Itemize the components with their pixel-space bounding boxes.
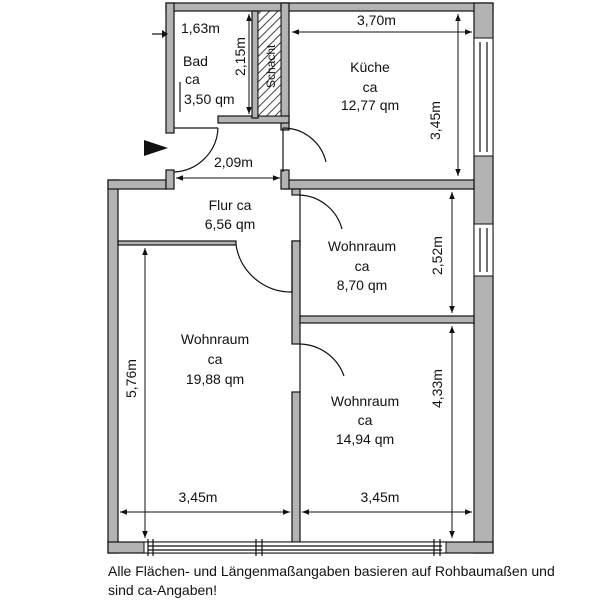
room-small-qualifier: ca (355, 258, 370, 274)
wall-vertical-mid (291, 240, 301, 345)
room-small-area: 8,70 qm (337, 277, 388, 293)
dimension-lines (120, 14, 472, 538)
room-kitchen-name: Küche (350, 59, 390, 75)
door-kitchen (282, 127, 327, 172)
outer-wall-top-bath (165, 2, 289, 12)
room-kitchen-area: 12,77 qm (341, 97, 399, 113)
disclaimer-note: Alle Flächen- und Längenmaßangaben basie… (108, 563, 555, 598)
windows (143, 37, 494, 556)
window-small-room (473, 223, 494, 277)
entrance-arrow-icon (144, 140, 168, 156)
door-medium-room (299, 343, 345, 392)
outer-wall-entry-ledge (107, 179, 167, 190)
wall-bath-kitchen (280, 2, 290, 131)
door-small-room (299, 194, 343, 241)
dim-kitchen-height-label: 3,45m (427, 101, 443, 140)
room-bath-qualifier: ca (185, 71, 200, 87)
wall-hall-living-left (117, 240, 237, 246)
outer-wall-left-bath (165, 2, 175, 134)
room-bath-name: Bad (183, 53, 208, 69)
wall-vertical-upper (291, 188, 301, 196)
wall-kitchen-bottom (282, 179, 475, 190)
room-flur-area: 6,56 qm (205, 216, 256, 232)
room-medium-name: Wohnraum (331, 393, 399, 409)
room-flur-name: Flur ca (209, 197, 252, 213)
door-large-room (235, 244, 293, 293)
dim-bath-height-label: 2,15m (232, 37, 248, 76)
room-small-name: Wohnraum (328, 238, 396, 254)
dim-large-room-width-label: 3,45m (179, 489, 218, 505)
room-medium-area: 14,94 qm (336, 431, 394, 447)
room-medium-qualifier: ca (358, 412, 373, 428)
wall-vertical-lower (291, 391, 301, 543)
wall-small-mid-room (299, 315, 475, 324)
dim-bath-width-label: 1,63m (181, 20, 220, 36)
dim-medium-room-width-label: 3,45m (361, 489, 400, 505)
outer-wall-entry-post (165, 169, 175, 190)
room-bath-area: 3,50 qm (184, 91, 235, 107)
window-kitchen (473, 37, 494, 157)
room-large-area: 19,88 qm (186, 371, 244, 387)
dim-large-room-height-label: 5,76m (123, 359, 139, 398)
wall-kitchen-stub (280, 169, 290, 190)
outer-wall-top-kitchen (282, 2, 494, 12)
dim-kitchen-width-label: 3,70m (357, 12, 396, 28)
shaft-label: Schacht (264, 44, 278, 88)
window-bottom (143, 541, 447, 554)
dim-medium-room-height-label: 4,33m (429, 369, 445, 408)
door-bath (173, 127, 219, 173)
dim-small-room-height-label: 2,52m (429, 236, 445, 275)
top-left-arrow-icon (152, 30, 168, 38)
labels: 1,63m 2,15m Bad ca 3,50 qm Schacht 3,70m… (123, 12, 445, 505)
outer-wall-left (107, 179, 119, 554)
doors (173, 127, 345, 392)
room-kitchen-qualifier: ca (363, 79, 378, 95)
room-large-name: Wohnraum (181, 331, 249, 347)
dim-flur-width-label: 2,09m (214, 154, 253, 170)
shaft-hatch (257, 10, 282, 117)
room-large-qualifier: ca (208, 351, 223, 367)
wall-shaft-left (251, 10, 259, 119)
walls (107, 2, 494, 554)
